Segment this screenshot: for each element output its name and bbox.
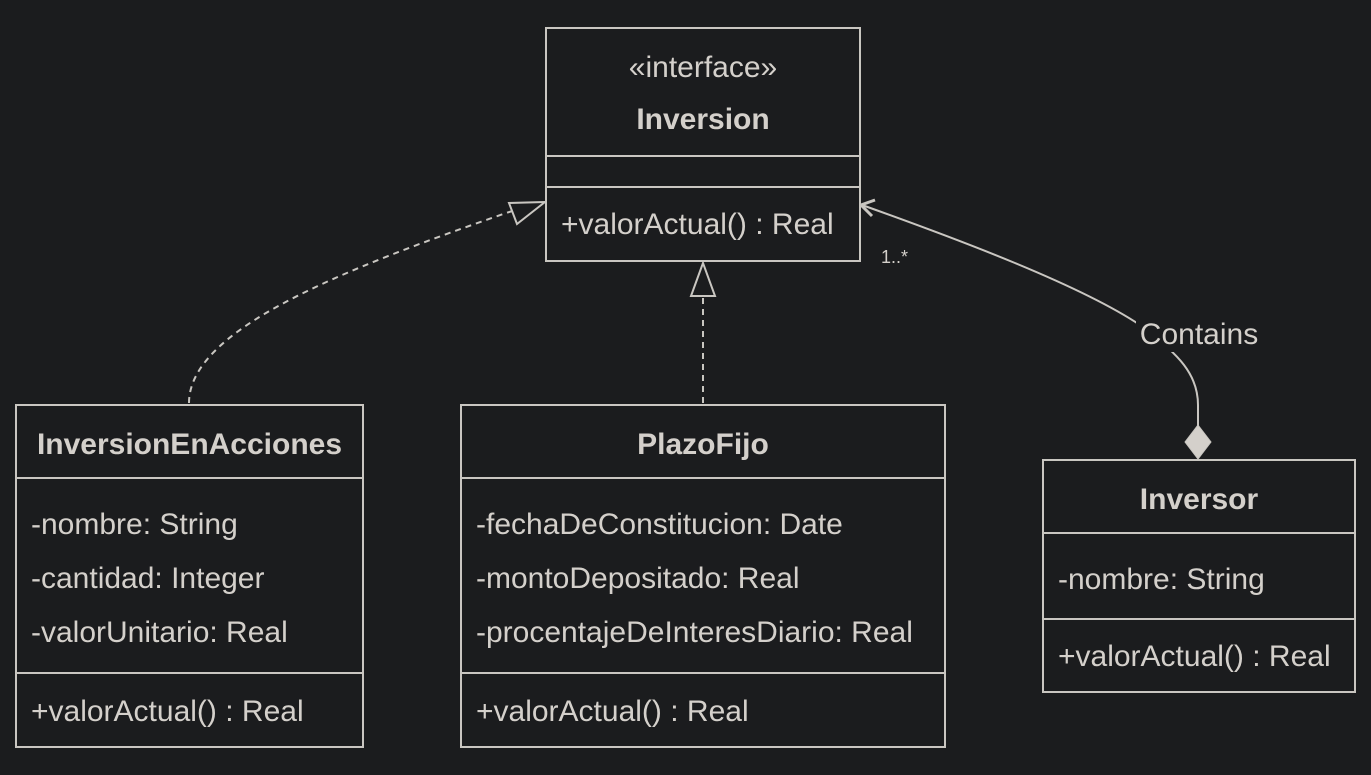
class-name: InversionEnAcciones — [36, 428, 343, 461]
attribute-row: -cantidad: Integer — [31, 562, 265, 595]
class-methods: +valorActual() : Real — [1044, 618, 1354, 691]
contains-label-bg — [1136, 314, 1262, 352]
method-row: +valorActual() : Real — [561, 208, 834, 241]
realization-line-acciones — [188, 209, 516, 404]
class-header: InversionEnAcciones — [17, 406, 362, 477]
class-plazo-fijo: PlazoFijo -fechaDeConstitucion: Date -mo… — [460, 404, 946, 748]
method-row: +valorActual() : Real — [476, 695, 749, 728]
attribute-row: -nombre: String — [1058, 563, 1265, 596]
attribute-row: -montoDepositado: Real — [476, 562, 800, 595]
method-row: +valorActual() : Real — [31, 695, 304, 728]
class-name: Inversor — [1139, 483, 1259, 516]
composition-diamond — [1184, 424, 1212, 460]
class-inversion-methods: +valorActual() : Real — [547, 186, 859, 260]
class-attributes: -fechaDeConstitucion: Date -montoDeposit… — [462, 477, 944, 672]
multiplicity-label: 1..* — [881, 247, 908, 267]
class-header: Inversor — [1044, 461, 1354, 532]
attribute-row: -procentajeDeInteresDiario: Real — [476, 616, 913, 649]
class-methods: +valorActual() : Real — [462, 672, 944, 746]
stereotype-label: «interface» — [628, 51, 778, 84]
class-inversion-header: «interface» Inversion — [547, 29, 859, 155]
association-arrowhead — [858, 198, 876, 218]
class-inversion-attributes — [547, 155, 859, 186]
attribute-row: -nombre: String — [31, 508, 238, 541]
method-row: +valorActual() : Real — [1058, 640, 1331, 673]
composition-line — [861, 204, 1199, 428]
realization-arrowhead-acciones — [507, 200, 548, 226]
contains-label: Contains — [1140, 318, 1258, 351]
attribute-row: -valorUnitario: Real — [31, 616, 288, 649]
class-name: Inversion — [636, 103, 770, 136]
class-name: PlazoFijo — [637, 428, 769, 461]
class-attributes: -nombre: String -cantidad: Integer -valo… — [17, 477, 362, 672]
class-methods: +valorActual() : Real — [17, 672, 362, 746]
attribute-row: -fechaDeConstitucion: Date — [476, 508, 843, 541]
realization-arrowhead-plazofijo — [689, 260, 717, 297]
class-attributes: -nombre: String — [1044, 532, 1354, 618]
class-header: PlazoFijo — [462, 406, 944, 477]
class-inversion-en-acciones: InversionEnAcciones -nombre: String -can… — [15, 404, 364, 748]
class-inversion: «interface» Inversion +valorActual() : R… — [545, 27, 861, 262]
class-inversor: Inversor -nombre: String +valorActual() … — [1042, 459, 1356, 693]
